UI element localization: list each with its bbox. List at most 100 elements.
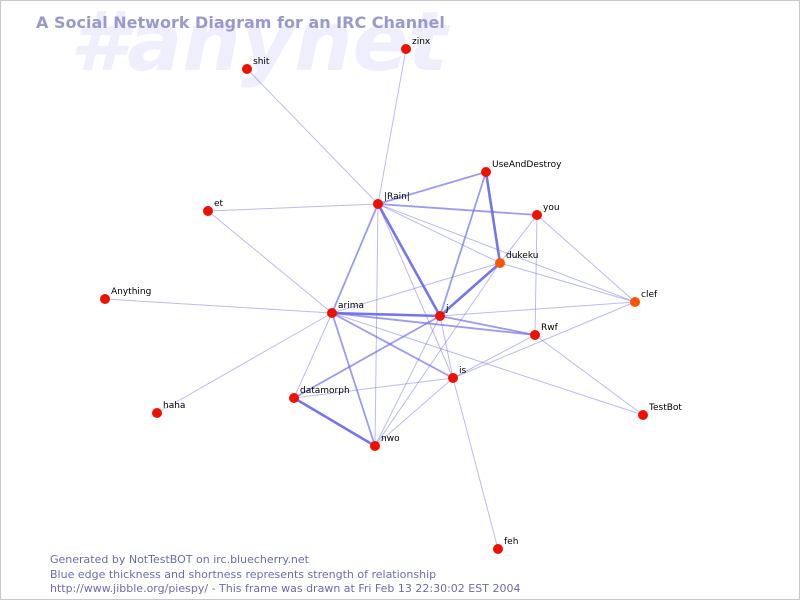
edge-haha-arima — [156, 312, 333, 414]
edge-is-datamorph — [293, 377, 454, 399]
node-dot-useanddestroy — [481, 167, 491, 177]
node-dot-rwf — [530, 330, 540, 340]
edge-j-rwf — [439, 315, 536, 336]
node-dot-zinx — [401, 44, 411, 54]
edge-rain-nwo — [374, 203, 379, 447]
node-label-is: is — [459, 366, 467, 376]
node-label-et: et — [214, 199, 224, 209]
edge-dukeku-you — [499, 214, 538, 264]
node-dot-arima — [327, 308, 337, 318]
footer: Generated by NotTestBOT on irc.bluecherr… — [50, 553, 520, 597]
edge-zinx-rain — [377, 48, 407, 205]
node-label-j: j — [445, 304, 449, 314]
node-testbot: TestBot — [638, 403, 682, 420]
edge-you-clef — [536, 214, 636, 303]
edge-layer — [104, 48, 644, 550]
node-is: is — [448, 366, 467, 383]
edge-dukeku-j — [438, 261, 502, 318]
edge-et-rain — [207, 203, 379, 212]
footer-legend-note: Blue edge thickness and shortness repres… — [50, 567, 437, 581]
edge-rain-j — [376, 202, 442, 318]
edge-et-arima — [207, 210, 333, 314]
edge-rain-arima — [331, 203, 379, 314]
node-label-useanddestroy: UseAndDestroy — [492, 160, 562, 170]
edge-dukeku-clef — [499, 262, 636, 303]
node-dot-shit — [242, 64, 252, 74]
edge-rain-clef — [377, 203, 636, 303]
node-rain: |Rain| — [373, 192, 410, 209]
footer-frame-timestamp: http://www.jibble.org/piespy/ - This fra… — [50, 582, 521, 595]
node-et: et — [203, 199, 224, 216]
edge-rain-is — [377, 203, 454, 379]
node-dot-feh — [493, 544, 503, 554]
node-haha: haha — [152, 401, 185, 418]
edge-is-feh — [452, 377, 499, 550]
node-anything: Anything — [100, 287, 151, 304]
node-label-zinx: zinx — [412, 37, 431, 47]
node-label-haha: haha — [163, 401, 185, 411]
node-label-arima: arima — [338, 301, 364, 311]
edge-you-rwf — [534, 214, 538, 336]
edge-rain-you — [377, 203, 538, 216]
edge-clef-is — [452, 301, 636, 379]
node-label-testbot: TestBot — [648, 403, 682, 413]
node-dot-j — [435, 311, 445, 321]
diagram-title: A Social Network Diagram for an IRC Chan… — [36, 13, 445, 32]
node-datamorph: datamorph — [289, 386, 350, 403]
node-dot-clef — [630, 297, 640, 307]
node-rwf: Rwf — [530, 323, 559, 340]
node-label-datamorph: datamorph — [300, 386, 350, 396]
edge-arima-rwf — [331, 312, 536, 336]
node-dot-anything — [100, 294, 110, 304]
node-nwo: nwo — [370, 434, 400, 451]
edge-j-datamorph — [293, 315, 441, 399]
node-you: you — [532, 203, 560, 220]
edge-dukeku-arima — [331, 262, 501, 314]
edge-j-is — [439, 315, 454, 379]
node-label-feh: feh — [504, 537, 518, 547]
node-dot-is — [448, 373, 458, 383]
node-dukeku: dukeku — [495, 251, 538, 268]
edge-arima-is — [331, 312, 454, 379]
node-arima: arima — [327, 301, 364, 318]
edge-shit-rain — [246, 68, 379, 205]
footer-generated-by: Generated by NotTestBOT on irc.bluecherr… — [50, 553, 309, 566]
edge-arima-datamorph — [293, 312, 333, 399]
edge-arima-testbot — [331, 312, 644, 416]
edge-rain-dukeku — [377, 203, 501, 264]
edge-useanddestroy-j — [439, 171, 487, 317]
edge-j-clef — [439, 301, 636, 317]
edge-rain-useanddestroy — [377, 171, 487, 205]
edge-rwf-testbot — [534, 334, 644, 416]
node-dot-you — [532, 210, 542, 220]
node-dot-dukeku — [495, 258, 505, 268]
node-label-shit: shit — [253, 57, 270, 67]
edge-dukeku-nwo — [374, 262, 501, 447]
node-dot-datamorph — [289, 393, 299, 403]
edge-useanddestroy-dukeku — [484, 170, 502, 265]
node-dot-testbot — [638, 410, 648, 420]
node-dot-haha — [152, 408, 162, 418]
node-label-dukeku: dukeku — [506, 251, 538, 261]
edge-rwf-is — [452, 334, 536, 379]
node-clef: clef — [630, 290, 658, 307]
edge-j-nwo — [374, 315, 441, 447]
node-dot-nwo — [370, 441, 380, 451]
channel-watermark: #anynet — [70, 0, 448, 90]
node-useanddestroy: UseAndDestroy — [481, 160, 562, 177]
edge-arima-j — [330, 311, 442, 318]
node-j: j — [435, 304, 449, 321]
edge-arima-nwo — [331, 312, 376, 447]
node-label-clef: clef — [641, 290, 658, 300]
node-shit: shit — [242, 57, 270, 74]
edge-is-nwo — [374, 377, 454, 447]
node-dot-et — [203, 206, 213, 216]
node-label-rain: |Rain| — [384, 192, 410, 202]
node-label-you: you — [543, 203, 560, 213]
node-feh: feh — [493, 537, 518, 554]
node-zinx: zinx — [401, 37, 431, 54]
node-label-nwo: nwo — [381, 434, 400, 444]
node-label-anything: Anything — [111, 287, 151, 297]
